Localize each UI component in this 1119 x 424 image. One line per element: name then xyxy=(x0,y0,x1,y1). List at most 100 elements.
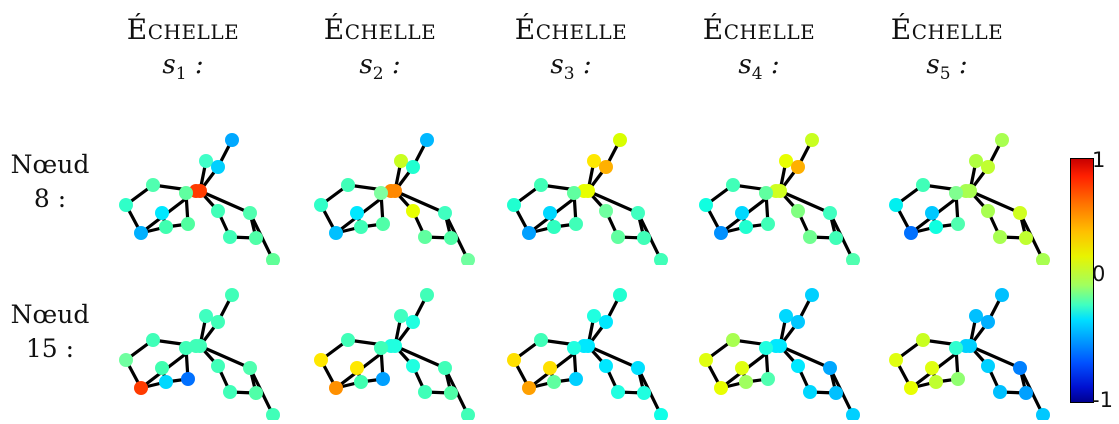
graph-node xyxy=(761,372,775,386)
graph-edge xyxy=(586,189,640,215)
graph-node xyxy=(159,220,173,234)
graph-panel-row2-col3 xyxy=(488,285,668,424)
graph-node xyxy=(761,217,775,231)
graph-node xyxy=(581,184,595,198)
graph-node xyxy=(243,206,257,220)
graph-node xyxy=(581,339,595,353)
graph-node xyxy=(223,230,237,244)
graph-node xyxy=(803,385,817,399)
graph-node xyxy=(759,341,773,355)
graph-node xyxy=(791,160,805,174)
graph-node xyxy=(522,381,536,395)
graph-node xyxy=(599,160,613,174)
graph-node xyxy=(599,359,613,373)
graph-node xyxy=(388,184,402,198)
graph-node xyxy=(354,375,368,389)
graph-node xyxy=(805,288,819,302)
row-label-node-8: Nœud 8 : xyxy=(0,148,100,216)
graph-node xyxy=(547,220,561,234)
graph-node xyxy=(179,186,193,200)
column-title-text: Échelle xyxy=(514,13,628,46)
graph-node xyxy=(418,230,432,244)
graph-node xyxy=(249,386,263,400)
graph-node xyxy=(438,206,452,220)
graph-node xyxy=(846,253,860,267)
graph-node xyxy=(963,184,977,198)
graph-edge xyxy=(393,189,447,215)
graph-edge xyxy=(586,344,640,370)
graph-node xyxy=(211,359,225,373)
graph-svg xyxy=(889,288,1050,422)
row-label-node-15: Nœud 15 : xyxy=(0,298,100,366)
graph-node xyxy=(155,206,169,220)
graph-node xyxy=(522,226,536,240)
graph-node xyxy=(969,154,983,168)
graph-svg xyxy=(314,288,475,422)
graph-node xyxy=(803,230,817,244)
graph-node xyxy=(376,217,390,231)
graph-edge xyxy=(393,344,447,370)
graph-node xyxy=(951,372,965,386)
graph-node xyxy=(507,353,521,367)
graph-node xyxy=(444,231,458,245)
graph-node xyxy=(925,206,939,220)
graph-node xyxy=(613,288,627,302)
graph-node xyxy=(925,361,939,375)
row-label-line1: Nœud xyxy=(10,150,90,179)
graph-node xyxy=(534,178,548,192)
graph-node xyxy=(1013,206,1027,220)
graph-node xyxy=(374,186,388,200)
graph-node xyxy=(981,359,995,373)
graph-node xyxy=(243,361,257,375)
graph-svg xyxy=(507,288,668,422)
column-scale-label: s2 : xyxy=(359,50,401,85)
graph-node xyxy=(631,206,645,220)
row-label-line2: 8 : xyxy=(33,184,67,213)
graph-node xyxy=(266,408,280,422)
graph-node xyxy=(846,408,860,422)
graph-node xyxy=(699,198,713,212)
graph-node xyxy=(119,353,133,367)
graph-node xyxy=(889,198,903,212)
graph-node xyxy=(759,186,773,200)
graph-node xyxy=(735,361,749,375)
graph-node xyxy=(199,309,213,323)
graph-svg xyxy=(699,288,860,422)
graph-node xyxy=(341,333,355,347)
graph-node xyxy=(981,160,995,174)
graph-node xyxy=(374,341,388,355)
graph-node xyxy=(266,253,280,267)
graph-node xyxy=(181,217,195,231)
graph-node xyxy=(146,178,160,192)
graph-node xyxy=(995,133,1009,147)
graph-node xyxy=(461,408,475,422)
graph-node xyxy=(735,206,749,220)
graph-svg xyxy=(699,133,860,267)
graph-node xyxy=(993,385,1007,399)
colorbar-max-label: 1 xyxy=(1092,148,1106,172)
column-scale-label: s4 : xyxy=(738,50,780,85)
graph-node xyxy=(507,198,521,212)
colorbar-mid-label: 0 xyxy=(1092,262,1106,286)
row-label-line2: 15 : xyxy=(25,334,75,363)
colorbar-min-label: -1 xyxy=(1092,388,1113,412)
graph-node xyxy=(823,361,837,375)
graph-node xyxy=(376,372,390,386)
graph-node xyxy=(779,154,793,168)
graph-panel-row1-col2 xyxy=(295,130,475,269)
graph-node xyxy=(225,288,239,302)
graph-node xyxy=(904,226,918,240)
graph-node xyxy=(631,361,645,375)
graph-node xyxy=(119,198,133,212)
graph-node xyxy=(159,375,173,389)
graph-panel-row1-col1 xyxy=(100,130,280,269)
graph-node xyxy=(223,385,237,399)
graph-node xyxy=(587,309,601,323)
column-scale-label: s3 : xyxy=(550,50,592,85)
column-scale-label: s5 : xyxy=(926,50,968,85)
graph-panel-row2-col1 xyxy=(100,285,280,424)
graph-node xyxy=(350,206,364,220)
graph-node xyxy=(418,385,432,399)
graph-node xyxy=(823,206,837,220)
graph-node xyxy=(929,220,943,234)
